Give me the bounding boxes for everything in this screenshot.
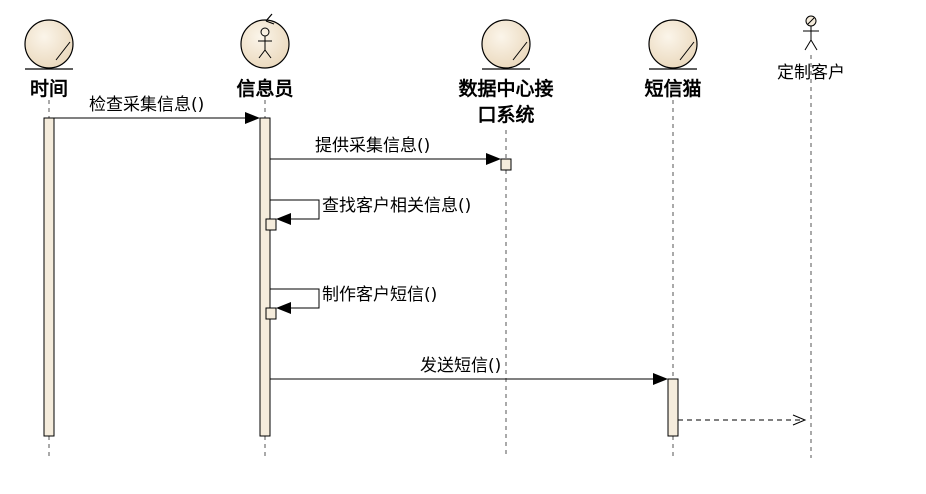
message-m1[interactable]: 检查采集信息() bbox=[54, 95, 260, 124]
participant-label: 信息员 bbox=[236, 77, 293, 100]
message-m4[interactable]: 制作客户短信() bbox=[270, 285, 437, 314]
lifelines bbox=[48, 55, 812, 458]
participant-sms-cat[interactable]: 短信猫 bbox=[644, 19, 702, 100]
activations bbox=[43, 117, 679, 437]
message-m6[interactable] bbox=[678, 414, 807, 426]
message-label: 发送短信() bbox=[420, 356, 501, 376]
participant-label-line1: 数据中心接 bbox=[458, 77, 553, 100]
participant-label: 定制客户 bbox=[777, 63, 845, 83]
participant-label: 时间 bbox=[30, 78, 68, 100]
activation-clerk-self1 bbox=[265, 218, 277, 231]
participant-label: 短信猫 bbox=[644, 77, 701, 100]
activation-clerk-self2 bbox=[265, 307, 277, 320]
control-arrow bbox=[265, 13, 275, 25]
participant-clerk[interactable]: 信息员 bbox=[236, 13, 294, 100]
arrowhead-filled bbox=[245, 112, 260, 124]
entity-icon bbox=[648, 19, 698, 69]
message-label: 提供采集信息() bbox=[315, 136, 430, 156]
participant-data-iface[interactable]: 数据中心接 口系统 bbox=[458, 19, 554, 126]
message-label: 查找客户相关信息() bbox=[322, 196, 471, 216]
arrowhead-filled bbox=[276, 213, 291, 225]
arrowhead-open bbox=[792, 414, 807, 426]
entity-icon bbox=[24, 19, 74, 69]
message-m3[interactable]: 查找客户相关信息() bbox=[270, 196, 471, 225]
entity-icon bbox=[481, 19, 531, 69]
arrowhead-filled bbox=[653, 373, 668, 385]
stick-figure-icon bbox=[258, 27, 272, 59]
participant-label-line2: 口系统 bbox=[477, 103, 534, 126]
activation-sms-cat bbox=[667, 378, 679, 437]
participant-time[interactable]: 时间 bbox=[24, 19, 74, 100]
actor-icon bbox=[803, 15, 819, 51]
message-m2[interactable]: 提供采集信息() bbox=[270, 136, 501, 165]
participant-customer[interactable]: 定制客户 bbox=[777, 15, 845, 83]
arrowhead-filled bbox=[486, 153, 501, 165]
activation-data-iface bbox=[500, 158, 512, 171]
message-label: 检查采集信息() bbox=[89, 95, 204, 115]
arrowhead-filled bbox=[276, 302, 291, 314]
message-m5[interactable]: 发送短信() bbox=[270, 356, 668, 385]
message-label: 制作客户短信() bbox=[322, 285, 437, 305]
activation-time bbox=[43, 117, 55, 437]
activation-clerk bbox=[259, 117, 271, 437]
